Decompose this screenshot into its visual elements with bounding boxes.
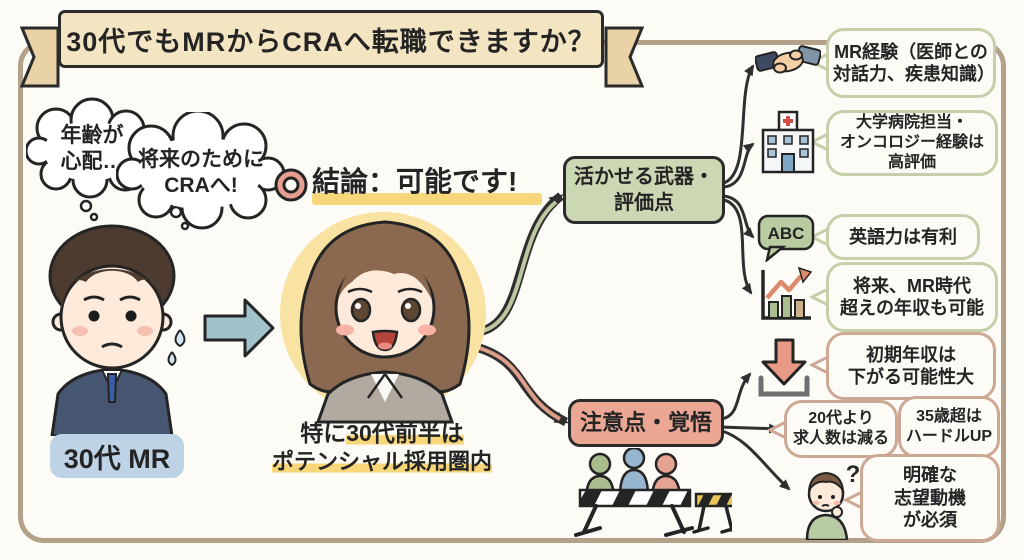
potential-hiring-note: 特に30代前半は ポテンシャル採用圏内	[240, 419, 524, 475]
cautions-heading-box: 注意点・覚悟	[568, 399, 724, 447]
conclusion-text: 結論：可能です!	[312, 166, 518, 197]
caution-item-4-bubble: 明確な 志望動機 が必須	[860, 454, 1000, 542]
right-arrow-icon	[203, 298, 275, 358]
strengths-heading-box: 活かせる武器・ 評価点	[563, 156, 725, 224]
mr-man-label-text: 30代 MR	[63, 443, 171, 474]
abc-speech-icon: ABC	[757, 214, 815, 262]
note-highlighted: 30代前半は	[346, 420, 464, 446]
note-prefix: 特に	[300, 420, 347, 446]
thinking-person-icon: ?	[805, 461, 861, 540]
cloud-shape	[116, 112, 286, 230]
banner-tail-left	[20, 26, 60, 88]
mr-man-character	[48, 224, 186, 436]
mr-man-label: 30代 MR	[50, 434, 184, 478]
banner-tail-right	[604, 26, 644, 88]
strength-item-3-bubble: 英語力は有利	[826, 214, 980, 260]
caution-item-1-bubble: 初期年収は 下がる可能性大	[826, 332, 996, 400]
page-title: 30代でもMRからCRAへ転職できますか？	[66, 26, 596, 57]
note-line-1: 特に30代前半は	[240, 419, 524, 448]
thought-bubble-cra: 将来のために CRAへ!	[116, 112, 286, 234]
handshake-icon	[755, 45, 821, 74]
strength-item-4-bubble: 将来、MR時代 超えの年収も可能	[826, 262, 998, 332]
growth-chart-icon	[761, 266, 813, 320]
title-banner: 30代でもMRからCRAへ転職できますか？	[58, 10, 604, 68]
cra-woman-character	[299, 220, 471, 424]
strength-item-1-bubble: MR経験（医師との 対話力、疾患知識）	[826, 28, 996, 98]
caution-item-3-bubble: 35歳超は ハードルUP	[898, 396, 1000, 458]
abc-label: ABC	[768, 224, 805, 243]
note-line-2: ポテンシャル採用圏内	[271, 448, 492, 474]
hospital-icon	[761, 110, 815, 174]
thought-text-age: 年齢が 心配…	[60, 123, 124, 173]
strength-item-2-bubble: 大学病院担当・ オンコロジー経験は 高評価	[826, 110, 998, 176]
question-mark: ?	[846, 461, 861, 488]
caution-item-2-bubble: 20代より 求人数は減る	[784, 400, 898, 458]
crowd-barrier-icon	[574, 448, 732, 537]
conclusion-double-circle-icon	[274, 168, 308, 202]
thought-text-cra: 将来のために CRAへ!	[138, 147, 264, 197]
salary-down-icon	[758, 338, 810, 397]
